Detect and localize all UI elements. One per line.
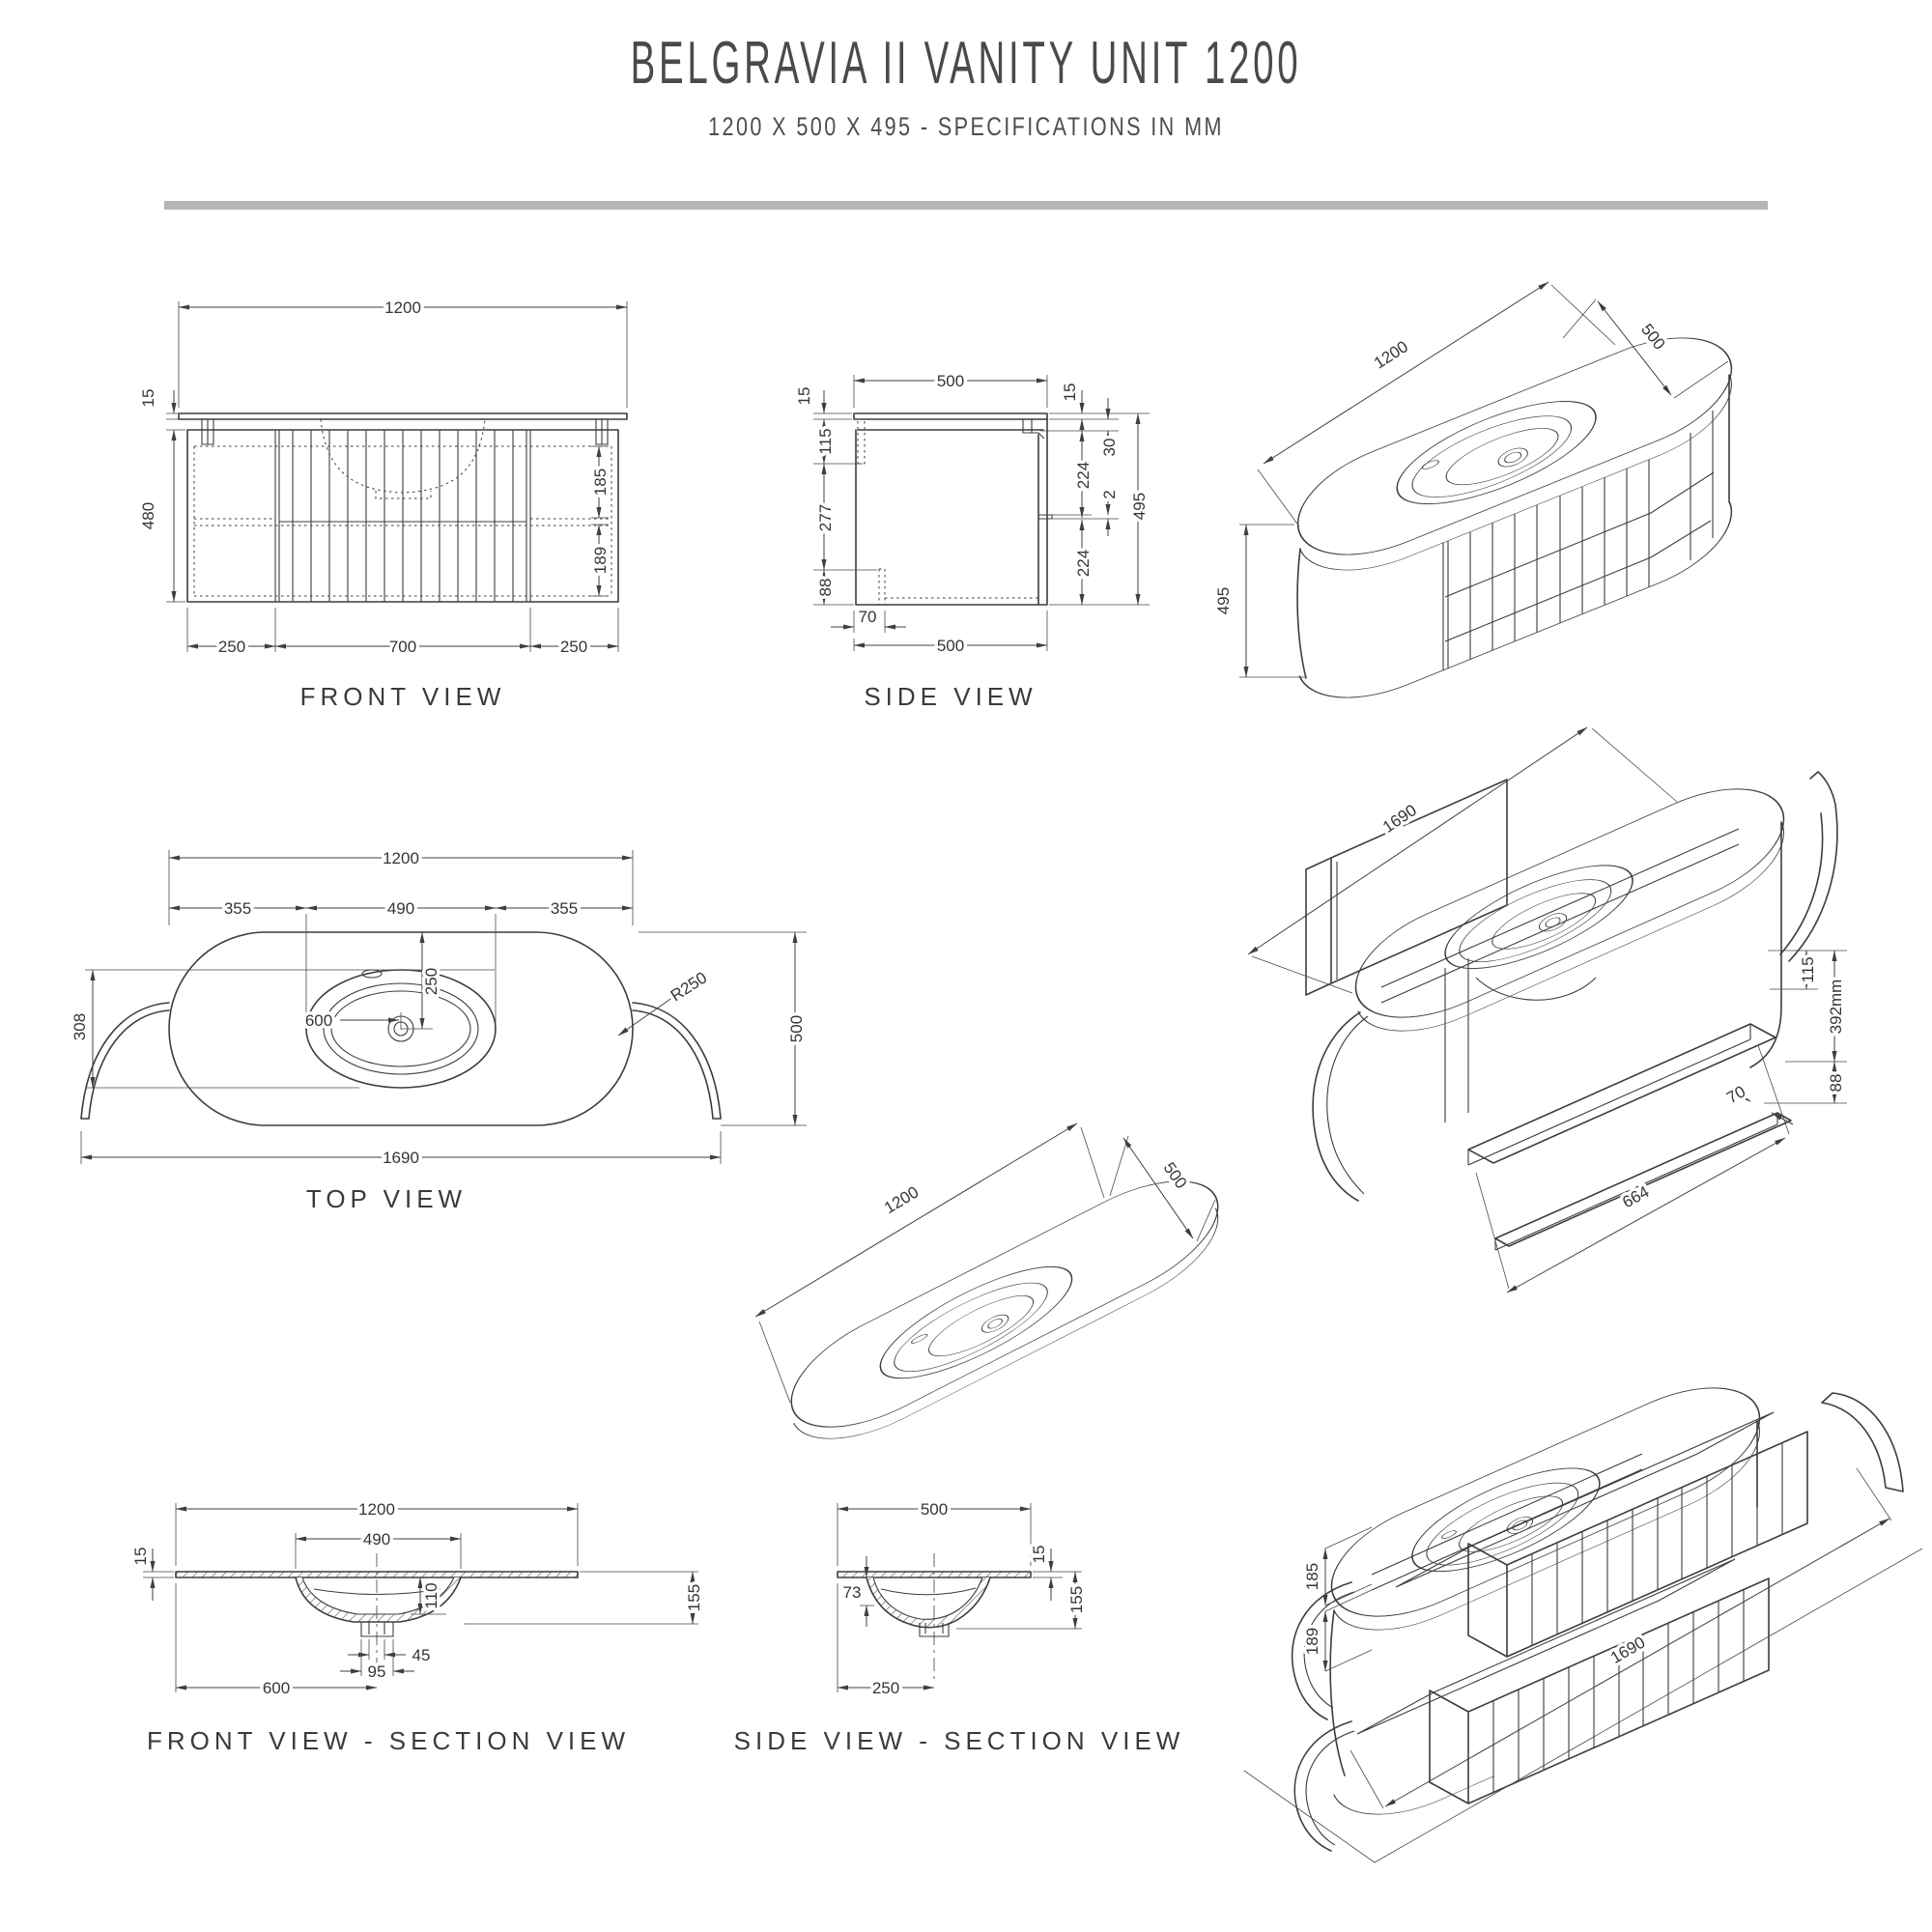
side-view-drawing: 500 15 115 277 88 70 500 15 30 224 2 224… (792, 369, 1152, 659)
dim-side-drawer-lower: 224 (1074, 550, 1093, 577)
side-section-drawing: 500 15 155 73 250 (837, 1497, 1090, 1701)
dim-ssec-bowl-depth: 73 (843, 1583, 862, 1602)
dim-side-thickness-left: 15 (795, 387, 813, 406)
dim-front-drawer-top: 185 (591, 469, 610, 496)
dim-iso-back-apron: 115 (1799, 956, 1817, 982)
dim-front-drawer-bottom: 189 (591, 547, 610, 574)
dim-top-width: 1200 (383, 849, 419, 867)
dim-top-corner-radius: R250 (668, 968, 710, 1005)
dim-front-seg-right: 250 (560, 638, 587, 656)
dim-top-basin-depth: 308 (71, 1013, 89, 1040)
dim-front-top-thickness: 15 (139, 389, 157, 408)
header-divider (164, 201, 1768, 210)
dim-ssec-basin-center: 250 (872, 1679, 899, 1697)
dim-iso-open-drawer-bottom: 189 (1303, 1628, 1321, 1655)
iso-counter-drawing: 1200 500 (754, 1122, 1219, 1439)
dim-ssec-total-depth: 155 (1067, 1586, 1086, 1613)
dim-ssec-top-thickness: 15 (1030, 1546, 1048, 1564)
dim-front-seg-left: 250 (218, 638, 245, 656)
dim-iso-back-shelf-depth: 70 (1723, 1082, 1748, 1107)
dim-fsec-basin-center: 600 (263, 1679, 290, 1697)
side-section-caption: SIDE VIEW - SECTION VIEW (733, 1726, 1185, 1755)
dim-iso-overview-depth: 500 (1637, 321, 1668, 354)
dim-iso-back-bottom-gap: 88 (1827, 1074, 1845, 1093)
page-title: BELGRAVIA II VANITY UNIT 1200 (630, 30, 1302, 97)
dim-fsec-width: 1200 (358, 1500, 395, 1519)
dim-top-basin-center-y: 250 (422, 968, 440, 995)
dim-fsec-basin-width: 490 (363, 1530, 390, 1548)
dim-top-basin-width: 490 (387, 899, 414, 918)
dim-top-seg-right: 355 (551, 899, 578, 918)
dim-fsec-basin-depth: 110 (422, 1582, 440, 1608)
dim-top-total-width: 1690 (383, 1149, 419, 1167)
dim-iso-back-mid-height: 392mm (1827, 980, 1845, 1035)
dim-side-top-width: 500 (937, 372, 964, 390)
dim-iso-overview-length: 1200 (1371, 337, 1411, 373)
dim-side-drawer-upper: 224 (1074, 462, 1093, 489)
dim-side-overhang: 30 (1100, 439, 1119, 457)
dim-iso-open-length: 1690 (1607, 1634, 1648, 1667)
front-section-drawing: 1200 490 15 110 45 95 600 155 (128, 1497, 707, 1701)
dim-iso-open-drawer-top: 185 (1303, 1563, 1321, 1590)
dim-fsec-top-thickness: 15 (131, 1548, 150, 1566)
dim-side-bottom-gap: 88 (816, 579, 835, 597)
dim-iso-back-length: 1690 (1379, 801, 1420, 837)
dim-side-bracket: 115 (816, 428, 835, 454)
dim-side-reveal: 2 (1100, 490, 1119, 498)
top-view-caption: TOP VIEW (305, 1184, 468, 1213)
dim-side-thickness-right: 15 (1061, 384, 1079, 402)
iso-back-drawing: 1690 115 392mm 88 70 664 (1247, 726, 1849, 1293)
dim-top-depth: 500 (787, 1015, 806, 1042)
dim-iso-counter-length: 1200 (881, 1182, 922, 1217)
dim-front-width: 1200 (384, 298, 421, 317)
dim-side-toe-depth: 70 (859, 608, 877, 626)
dim-fsec-drain-width: 45 (412, 1646, 431, 1664)
top-view-drawing: 1200 355 490 355 308 600 250 R250 500 16… (68, 846, 810, 1171)
dim-iso-overview-height: 495 (1214, 587, 1233, 614)
dim-front-seg-center: 700 (389, 638, 416, 656)
front-section-caption: FRONT VIEW - SECTION VIEW (146, 1726, 631, 1755)
dim-ssec-width: 500 (921, 1500, 948, 1519)
dim-fsec-total-depth: 155 (685, 1584, 703, 1611)
dim-fsec-drain-flange: 95 (368, 1662, 386, 1681)
front-view-caption: FRONT VIEW (299, 682, 506, 711)
dim-iso-back-shelf-length: 664 (1619, 1182, 1652, 1211)
dim-side-bottom-width: 500 (937, 637, 964, 655)
dim-side-mid-height: 277 (816, 504, 835, 531)
dim-side-total-height: 495 (1130, 493, 1149, 520)
iso-overview-drawing: 495 1200 500 (1211, 281, 1733, 698)
dim-top-basin-center-x: 600 (305, 1011, 332, 1030)
dim-top-seg-left: 355 (224, 899, 251, 918)
dim-iso-counter-depth: 500 (1160, 1159, 1191, 1192)
side-view-caption: SIDE VIEW (864, 682, 1037, 711)
iso-open-drawing: 185 189 1690 (1243, 1387, 1923, 1863)
dim-front-height: 480 (139, 502, 157, 529)
front-view-drawing: 1200 15 480 185 189 250 700 250 (136, 296, 628, 660)
page-subtitle: 1200 X 500 X 495 - SPECIFICATIONS IN MM (708, 112, 1224, 141)
